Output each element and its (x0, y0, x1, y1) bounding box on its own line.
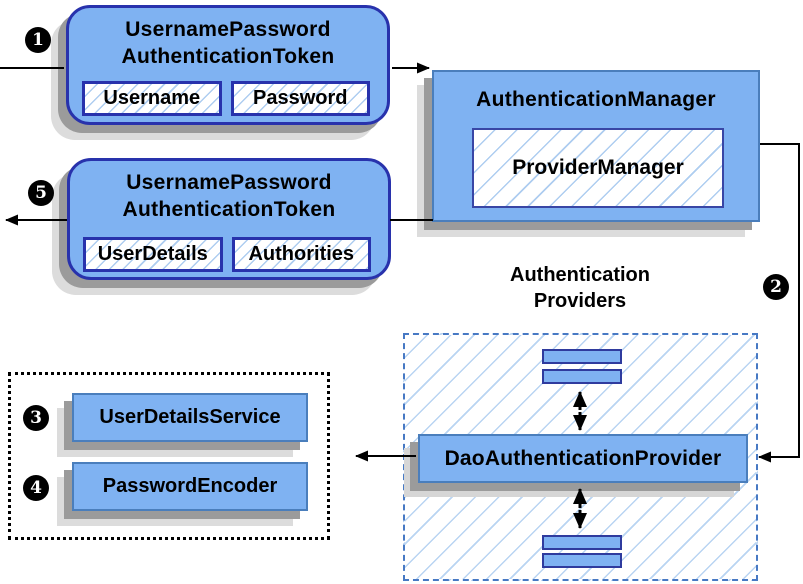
authentication-manager-title: AuthenticationManager (476, 88, 716, 111)
token-response-fields: UserDetails Authorities (83, 237, 371, 272)
username-field: Username (82, 81, 222, 116)
authentication-providers-label: Authentication Providers (430, 262, 730, 314)
dao-authentication-provider-box: DaoAuthenticationProvider (418, 434, 748, 483)
user-details-service-box: UserDetailsService (72, 393, 308, 442)
manager-to-provider-arrow (758, 143, 800, 463)
provider-manager-box: ProviderManager (472, 128, 724, 208)
authentication-manager-box: AuthenticationManager ProviderManager (432, 70, 760, 222)
token-response-title-line2: AuthenticationToken (122, 198, 336, 221)
token-request-title: UsernamePassword AuthenticationToken (69, 16, 387, 70)
token-response-title-line1: UsernamePassword (126, 171, 332, 194)
password-field: Password (230, 81, 370, 116)
username-password-token-request-box: UsernamePassword AuthenticationToken Use… (66, 5, 390, 125)
username-password-token-response-box: UsernamePassword AuthenticationToken Use… (67, 158, 391, 280)
step-1-badge: 1 (25, 27, 51, 53)
password-encoder-box: PasswordEncoder (72, 462, 308, 511)
token-request-title-line2: AuthenticationToken (121, 45, 335, 68)
step-5-badge: 5 (28, 180, 54, 206)
step-3-badge: 3 (23, 405, 49, 431)
provider-stack-top-2 (542, 369, 622, 384)
provider-stack-bottom-2 (542, 553, 622, 568)
step-4-badge: 4 (23, 475, 49, 501)
providers-label-line1: Authentication (510, 264, 650, 286)
providers-label-line2: Providers (533, 290, 627, 312)
token-request-fields: Username Password (82, 81, 370, 116)
provider-stack-top-1 (542, 349, 622, 364)
authorities-field: Authorities (231, 237, 371, 272)
userdetails-field: UserDetails (83, 237, 223, 272)
token-request-title-line1: UsernamePassword (125, 18, 331, 41)
provider-stack-bottom-1 (542, 535, 622, 550)
token-response-title: UsernamePassword AuthenticationToken (70, 169, 388, 223)
step-2-badge: 2 (763, 274, 789, 300)
